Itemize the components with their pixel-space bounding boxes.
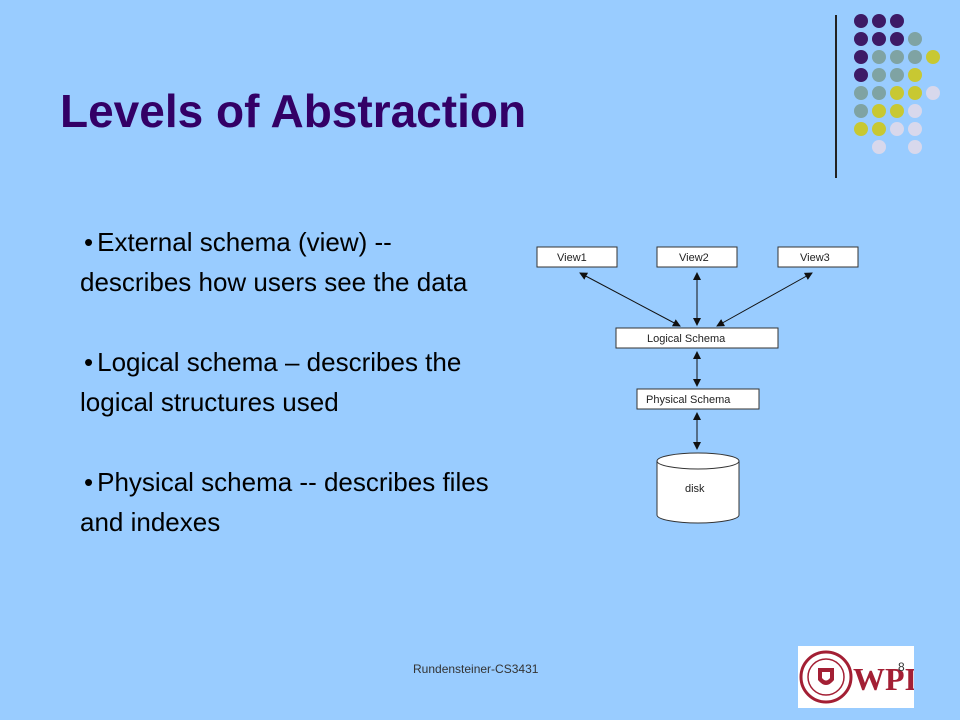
- view1-box: View1: [536, 246, 618, 268]
- decorative-dot: [890, 68, 904, 82]
- decorative-dot: [890, 32, 904, 46]
- decorative-vertical-line: [835, 15, 837, 178]
- bullet-text: External schema (view) -- describes how …: [80, 227, 468, 297]
- bullet-icon: •: [84, 467, 94, 497]
- decorative-dot: [872, 32, 886, 46]
- bullet-item: •Logical schema – describes the logical …: [80, 342, 510, 422]
- decorative-dot: [872, 122, 886, 136]
- view2-label: View2: [679, 252, 709, 264]
- decorative-dot: [854, 14, 868, 28]
- decorative-dot: [872, 104, 886, 118]
- bullet-icon: •: [84, 227, 94, 257]
- wpi-logo: WPI: [798, 646, 917, 708]
- decorative-dot: [908, 140, 922, 154]
- decorative-dot: [854, 50, 868, 64]
- decorative-dot: [908, 86, 922, 100]
- decorative-dot: [872, 68, 886, 82]
- bullet-item: •External schema (view) -- describes how…: [80, 222, 510, 302]
- view2-box: View2: [656, 246, 738, 268]
- bullet-icon: •: [84, 347, 94, 377]
- wpi-logo-text: WPI: [853, 661, 914, 697]
- decorative-dot: [908, 50, 922, 64]
- decorative-dot: [890, 104, 904, 118]
- abstraction-diagram: View1 View2 View3 Logical Schema Physica…: [536, 246, 859, 524]
- decorative-dot: [890, 122, 904, 136]
- view3-label: View3: [800, 252, 830, 264]
- decorative-dot: [890, 50, 904, 64]
- decorative-dot: [908, 68, 922, 82]
- arrow-view1-logical: [579, 272, 681, 327]
- disk-cylinder: disk: [656, 452, 740, 524]
- decorative-dot: [854, 68, 868, 82]
- bullet-text: Physical schema -- describes files and i…: [80, 467, 489, 537]
- decorative-dot: [908, 122, 922, 136]
- page-number: 8: [898, 660, 905, 674]
- decorative-dot: [890, 86, 904, 100]
- decorative-dot: [908, 32, 922, 46]
- decorative-dot: [872, 140, 886, 154]
- decorative-dot: [872, 14, 886, 28]
- bullet-list: •External schema (view) -- describes how…: [80, 222, 510, 582]
- decorative-dot: [908, 104, 922, 118]
- slide-title: Levels of Abstraction: [60, 85, 527, 137]
- logical-schema-box: Logical Schema: [615, 327, 779, 349]
- decorative-dot-grid: [854, 14, 940, 154]
- wpi-seal-icon: WPI: [799, 650, 917, 704]
- decorative-dot: [872, 86, 886, 100]
- bullet-text: Logical schema – describes the logical s…: [80, 347, 462, 417]
- decorative-dot: [890, 14, 904, 28]
- decorative-dot: [854, 86, 868, 100]
- decorative-dot: [854, 32, 868, 46]
- decorative-dot: [926, 86, 940, 100]
- view3-box: View3: [777, 246, 859, 268]
- physical-schema-box: Physical Schema: [636, 388, 760, 410]
- bullet-item: •Physical schema -- describes files and …: [80, 462, 510, 542]
- physical-schema-label: Physical Schema: [646, 394, 731, 406]
- decorative-dot: [872, 50, 886, 64]
- slide-footer: Rundensteiner-CS3431: [413, 662, 539, 676]
- decorative-dot: [854, 104, 868, 118]
- decorative-dot: [854, 122, 868, 136]
- disk-label: disk: [685, 483, 705, 495]
- decorative-dot: [926, 50, 940, 64]
- logical-schema-label: Logical Schema: [647, 333, 726, 345]
- view1-label: View1: [557, 252, 587, 264]
- arrow-view3-logical: [716, 272, 813, 327]
